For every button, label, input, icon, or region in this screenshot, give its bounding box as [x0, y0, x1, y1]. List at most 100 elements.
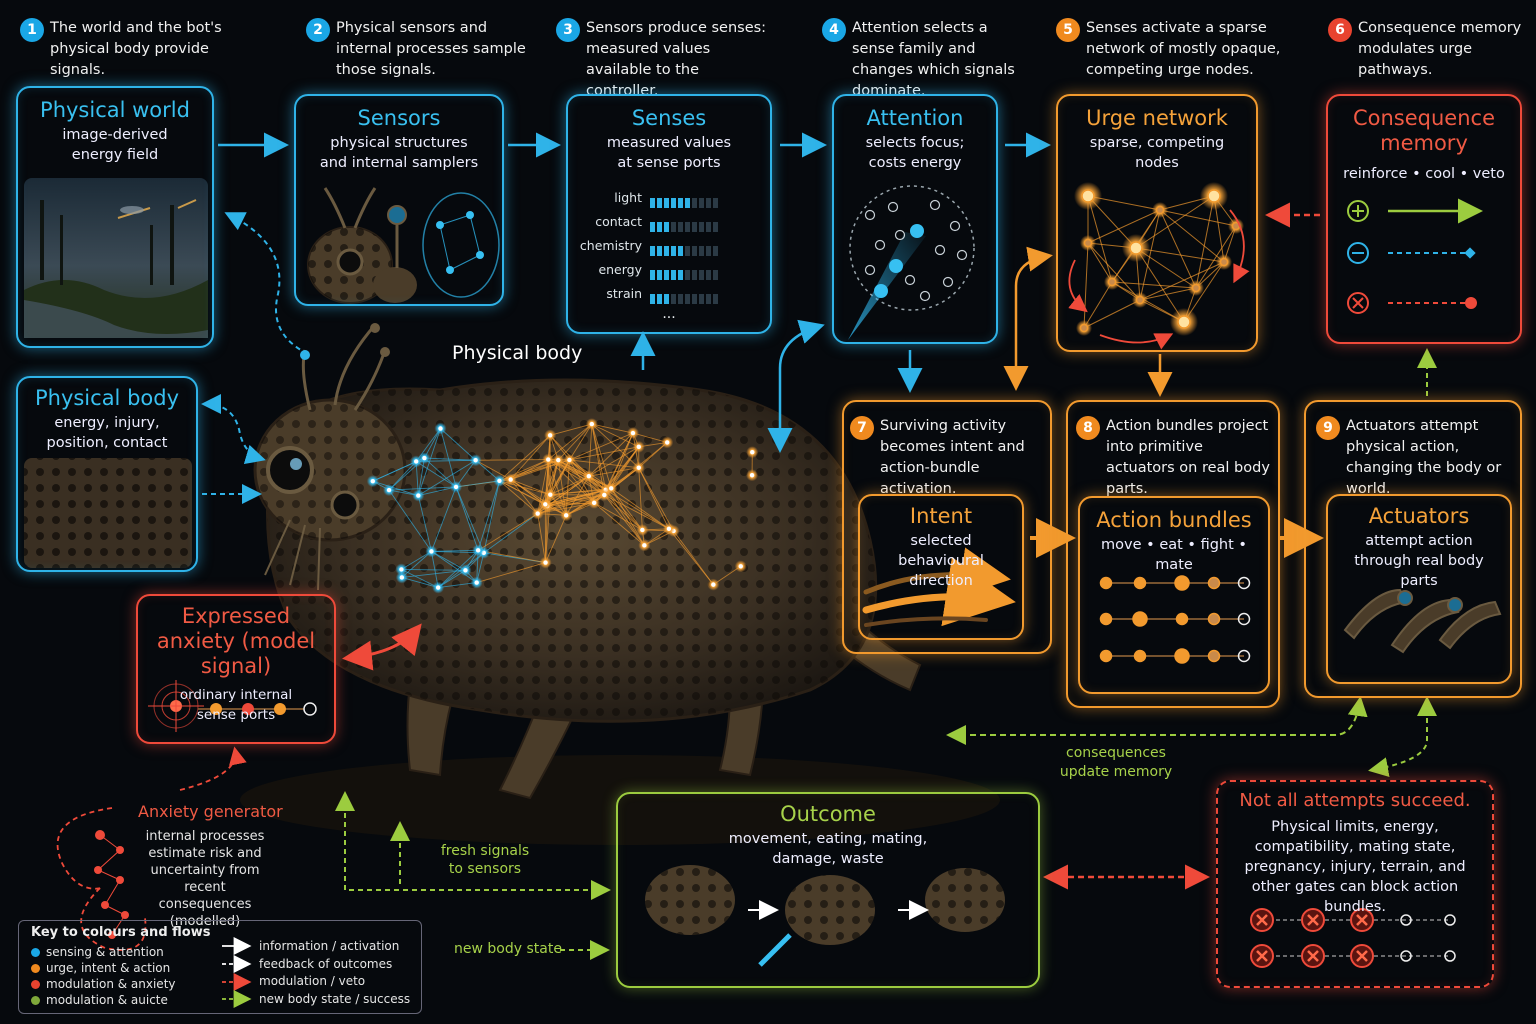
legend-flow-item: information / activation	[259, 939, 400, 953]
sense-label: chemistry	[579, 238, 642, 253]
senses-sub: measured values at sense ports	[606, 135, 732, 171]
actuators-sub: attempt action through real body parts	[1354, 533, 1484, 589]
legend-color-item: modulation & anxiety	[31, 977, 176, 991]
outcome-illustration	[645, 865, 1005, 967]
not-all-succeed-sub: Physical limits, energy, compatibility, …	[1244, 819, 1466, 915]
step-text: Sensors produce senses: measured values …	[586, 20, 767, 99]
consequence-symbols	[1347, 198, 1483, 314]
sense-level-bar	[650, 217, 720, 232]
action-bundles-sub: move • eat • fight • mate	[1101, 537, 1247, 573]
step-text: Senses activate a sparse network of most…	[1086, 20, 1281, 78]
step-text: Physical sensors and internal processes …	[336, 20, 526, 78]
new-body-state-label: new body state	[454, 941, 562, 957]
sense-row: chemistry	[572, 236, 772, 256]
outcome-title: Outcome	[780, 802, 876, 826]
urge-network-graph	[1068, 182, 1250, 350]
attention-sub: selects focus; costs energy	[865, 135, 965, 171]
physical-body-center-label: Physical body	[452, 342, 583, 364]
legend-flow-item: new body state / success	[259, 991, 411, 1006]
consequences-update-label: consequences update memory	[1059, 745, 1173, 780]
step-text: Action bundles project into primitive ac…	[1106, 418, 1270, 497]
body-neural-net	[366, 418, 759, 594]
action-bundle-chains	[1099, 575, 1251, 664]
step-number-badge: 7	[850, 416, 874, 440]
attention-box: Attention selects focus; costs energy	[832, 94, 998, 344]
actuator-stage-box	[1304, 400, 1522, 698]
senses-title: Senses	[631, 106, 707, 130]
step-number-badge: 9	[1316, 416, 1340, 440]
step-number-badge: 2	[306, 18, 330, 42]
intent-box: Intent selected behavioural direction	[858, 494, 1024, 640]
actuators-title: Actuators	[1368, 504, 1470, 528]
sense-label: energy	[598, 262, 642, 277]
sense-level-bar	[650, 241, 720, 256]
legend-color-label: sensing & attention	[46, 945, 164, 959]
intent-title: Intent	[909, 504, 973, 528]
intent-sub: selected behavioural direction	[898, 533, 984, 589]
physical-world-box: Physical world image-derived energy fiel…	[16, 86, 214, 348]
legend-color-item: modulation & auicte	[31, 993, 168, 1007]
sensors-box: Sensors physical structures and internal…	[294, 94, 504, 306]
action-bundles-box: Action bundles move • eat • fight • mate	[1078, 496, 1270, 694]
sense-label: strain	[606, 286, 642, 301]
sense-label: light	[614, 190, 642, 205]
creature-eye	[266, 446, 314, 494]
sense-level-bar	[650, 289, 720, 304]
key-flow-samples	[222, 937, 252, 1008]
step-number-badge: 6	[1328, 18, 1352, 42]
legend-color-label: urge, intent & action	[46, 961, 171, 975]
consequence-memory-sub: reinforce • cool • veto	[1343, 166, 1505, 182]
legend-color-label: modulation & auicte	[46, 993, 168, 1007]
fresh-signals-label: fresh signals to sensors	[440, 843, 530, 877]
legend-box: Key to colours and flows sensing & atten…	[18, 920, 422, 1014]
senses-box: Senses measured values at sense ports li…	[566, 94, 772, 334]
sense-rows: light contact chemistry energy strain	[572, 188, 772, 318]
urge-network-title: Urge network	[1086, 106, 1228, 130]
sense-label: contact	[595, 214, 642, 229]
sensors-sub: physical structures and internal sampler…	[319, 135, 479, 171]
outcome-box: Outcome movement, eating, mating, damage…	[616, 792, 1040, 988]
step-number-badge: 3	[556, 18, 580, 42]
sense-row: strain	[572, 284, 772, 304]
expressed-anxiety-sub: ordinary internal sense ports	[179, 687, 293, 723]
sensors-title: Sensors	[357, 106, 441, 130]
sensors-illustration	[307, 187, 500, 304]
not-all-succeed-box: Not all attempts succeed. Physical limit…	[1216, 780, 1494, 988]
intent-stage-box	[842, 400, 1052, 654]
sense-row: light	[572, 188, 772, 208]
consequence-memory-title: Consequence memory	[1352, 106, 1496, 155]
legend-color-item: urge, intent & action	[31, 961, 170, 975]
intent-arrows	[862, 547, 1016, 627]
legend-color-label: modulation & anxiety	[46, 977, 176, 991]
physical-world-title: Physical world	[40, 98, 190, 122]
step-text: Actuators attempt physical action, chang…	[1346, 418, 1502, 497]
step-number-badge: 5	[1056, 18, 1080, 42]
legend-color-item: sensing & attention	[31, 945, 164, 959]
failed-attempts	[1250, 908, 1456, 968]
anxiety-generator-title: Anxiety generator	[138, 802, 283, 821]
physical-body-sub: energy, injury, position, contact	[46, 415, 168, 451]
step-text: Surviving activity becomes intent and ac…	[880, 418, 1025, 497]
flow-arrows	[201, 132, 1437, 960]
actuators-box: Actuators attempt action through real bo…	[1326, 494, 1512, 684]
urge-network-box: Urge network sparse, competing nodes	[1056, 94, 1258, 352]
step-number-badge: 1	[20, 18, 44, 42]
expressed-anxiety-box: Expressed anxiety (model signal) ordinar…	[136, 594, 336, 744]
legend-dot-icon	[31, 964, 40, 973]
physical-body-box: Physical body energy, injury, position, …	[16, 376, 198, 572]
sense-row: energy	[572, 260, 772, 280]
actuator-claws	[1343, 588, 1502, 654]
physical-body-title: Physical body	[34, 386, 180, 410]
senses-more: ...	[662, 306, 676, 322]
step-number-badge: 4	[822, 18, 846, 42]
legend-dot-icon	[31, 996, 40, 1005]
legend-dot-icon	[31, 948, 40, 957]
